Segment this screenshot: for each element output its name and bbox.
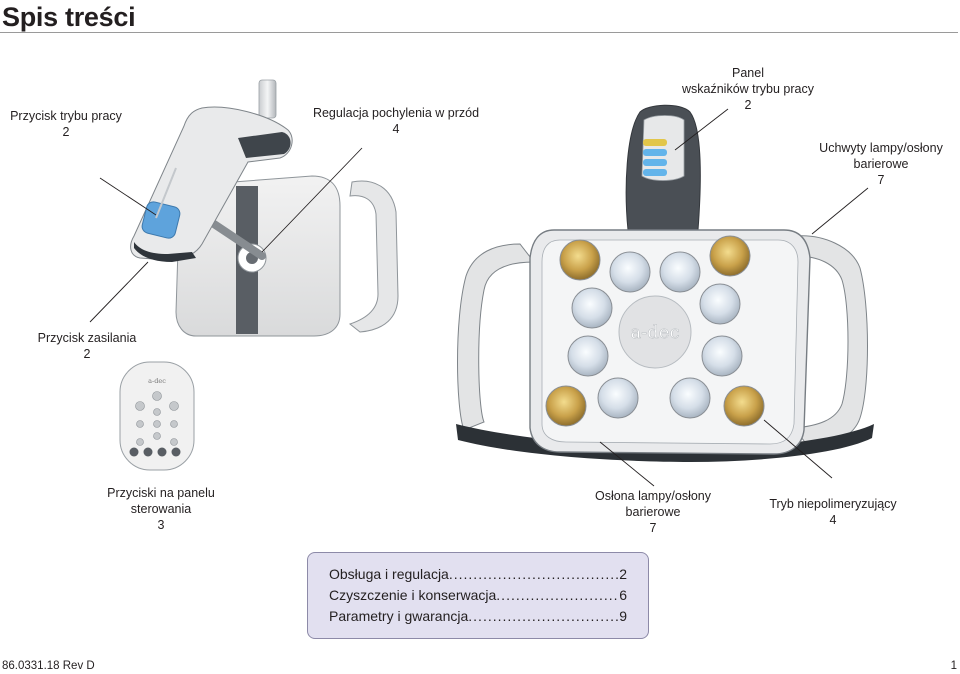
toc-item-title: Czyszczenie i konserwacja (329, 587, 497, 603)
callout-non-polymerizing: Tryb niepolimeryzujący 4 (754, 496, 912, 528)
callout-power-button: Przycisk zasilania 2 (20, 330, 154, 362)
callout-handles: Uchwyty lampy/osłony barierowe 7 (806, 140, 956, 188)
callout-label: Przycisk trybu pracy (10, 109, 122, 123)
callout-label: Tryb niepolimeryzujący (769, 497, 897, 511)
callout-indicator-panel: Panel wskaźników trybu pracy 2 (668, 65, 828, 113)
control-panel-illustration: a-dec (119, 361, 195, 471)
toc-item-title: Obsługa i regulacja (329, 566, 449, 582)
callout-page: 7 (649, 521, 657, 535)
lamp-side-view (130, 79, 399, 337)
svg-text:a-dec: a-dec (630, 322, 679, 343)
callout-page: 7 (877, 173, 885, 187)
toc-item-leader: ........................................… (448, 566, 620, 582)
toc-item-leader: ............................ (496, 587, 619, 603)
toc-box: Obsługa i regulacja ....................… (307, 552, 649, 639)
callout-label: Regulacja pochylenia w przód (312, 106, 480, 120)
callout-tilt-adjust: Regulacja pochylenia w przód 4 (298, 105, 494, 137)
callout-page: 2 (744, 98, 752, 112)
page-title: Spis treści (2, 2, 136, 32)
callout-label-line2: wskaźników trybu pracy (682, 82, 814, 96)
callout-label-line1: Przyciski na panelu (107, 486, 215, 500)
callout-page: 4 (829, 513, 837, 527)
callout-label: Przycisk zasilania (37, 331, 137, 345)
toc-item-page: 6 (619, 587, 627, 603)
footer-page-number: 1 (950, 660, 957, 672)
callout-label-line1: Panel (732, 66, 764, 80)
svg-text:a-dec: a-dec (148, 377, 166, 385)
toc-item[interactable]: Parametry i gwarancja ..................… (329, 606, 627, 627)
callout-label-line2: barierowe (853, 157, 909, 171)
callout-lamp-shield: Osłona lampy/osłony barierowe 7 (576, 488, 730, 536)
callout-label-line1: Uchwyty lampy/osłony (819, 141, 943, 155)
callout-page: 2 (62, 125, 70, 139)
toc-item-title: Parametry i gwarancja (329, 608, 469, 624)
callout-page: 3 (157, 518, 165, 532)
toc-item-page: 2 (619, 566, 627, 582)
toc-item-leader: ................................... (468, 608, 619, 624)
callout-label-line1: Osłona lampy/osłony (594, 489, 712, 503)
toc-item[interactable]: Obsługa i regulacja ....................… (329, 564, 627, 585)
toc-item[interactable]: Czyszczenie i konserwacja ..............… (329, 585, 627, 606)
callout-label-line2: sterowania (130, 502, 192, 516)
callout-page: 2 (83, 347, 91, 361)
footer-doc-number: 86.0331.18 Rev D (2, 660, 95, 672)
callout-page: 4 (392, 122, 400, 136)
lamp-front-view: a-dec (456, 104, 874, 462)
callout-control-buttons: Przyciski na panelu sterowania 3 (90, 485, 232, 533)
leader-lines (89, 108, 869, 487)
title-rule (0, 32, 958, 33)
toc-item-page: 9 (619, 608, 627, 624)
callout-label-line2: barierowe (625, 505, 681, 519)
callout-work-mode-button: Przycisk trybu pracy 2 (0, 108, 132, 140)
